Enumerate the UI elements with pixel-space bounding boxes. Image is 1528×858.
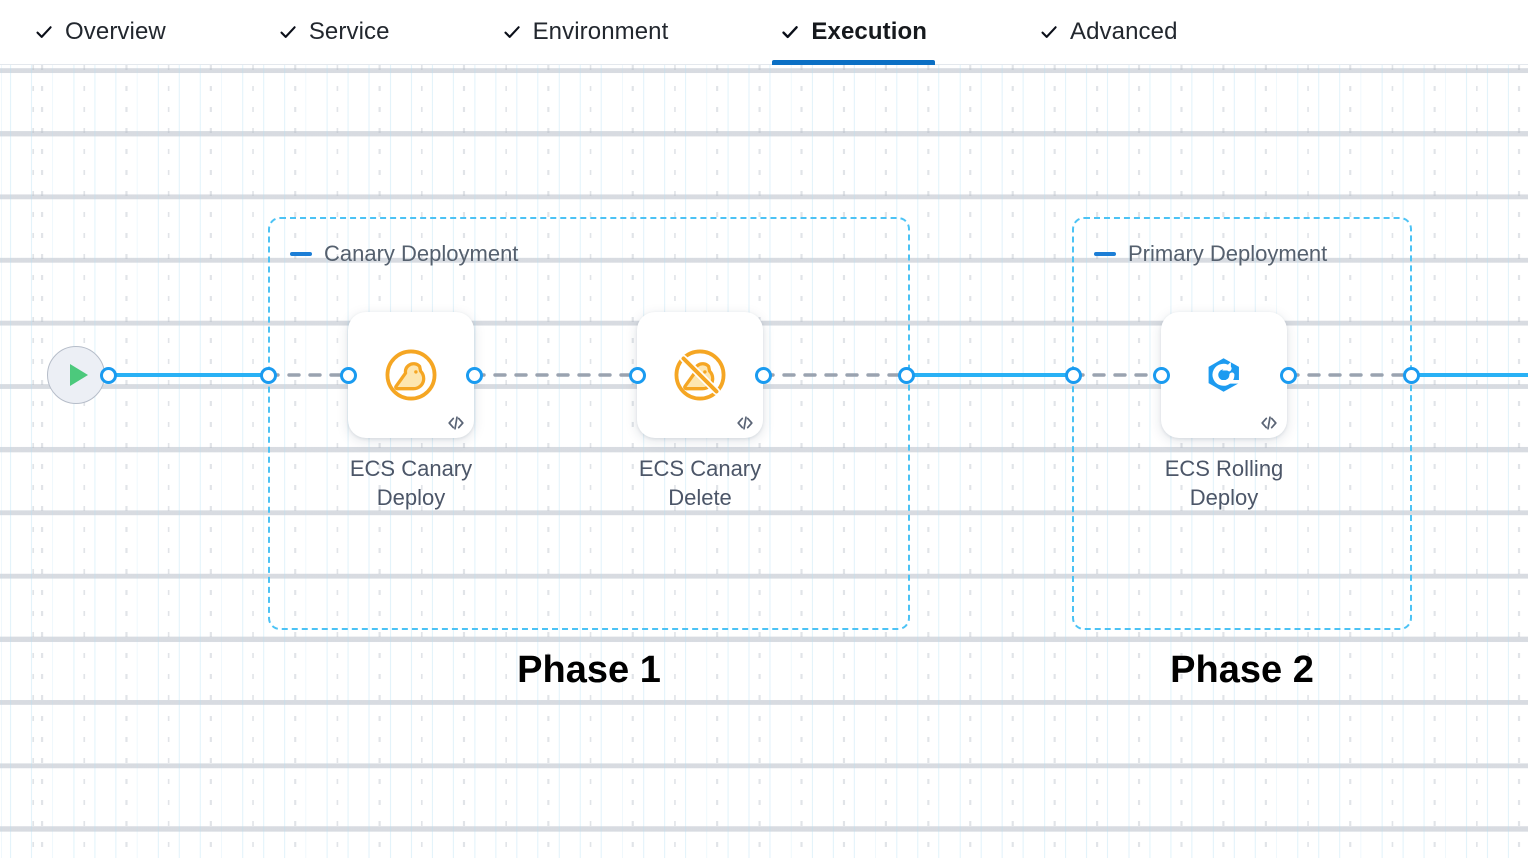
port-ecs-rolling-deploy-output[interactable] xyxy=(1280,367,1297,384)
node-card[interactable] xyxy=(348,312,474,438)
play-icon xyxy=(70,364,88,386)
check-icon xyxy=(34,22,54,42)
tab-service[interactable]: Service xyxy=(278,0,412,64)
tab-execution[interactable]: Execution xyxy=(772,0,949,65)
start-button[interactable] xyxy=(47,346,105,404)
tab-environment[interactable]: Environment xyxy=(502,0,691,64)
pipeline-flow: Canary Deployment Phase 1 xyxy=(0,65,1528,858)
tab-label: Environment xyxy=(532,18,669,45)
check-icon xyxy=(780,22,800,42)
code-icon[interactable] xyxy=(1259,413,1279,433)
tab-label: Advanced xyxy=(1070,18,1178,45)
port-ecs-canary-deploy-input[interactable] xyxy=(340,367,357,384)
canary-bird-icon xyxy=(382,346,440,404)
group-header: Canary Deployment xyxy=(290,243,518,265)
port-ecs-rolling-deploy-input[interactable] xyxy=(1153,367,1170,384)
code-icon[interactable] xyxy=(446,413,466,433)
phase-caption-2: Phase 2 xyxy=(1170,649,1314,691)
check-icon xyxy=(502,22,522,42)
port-primary-deployment-output[interactable] xyxy=(1403,367,1420,384)
node-ecs-canary-deploy[interactable]: ECS Canary Deploy xyxy=(348,312,506,513)
node-label: ECS Canary Deploy xyxy=(349,456,473,511)
pipeline-start[interactable] xyxy=(47,346,105,404)
group-primary-deployment[interactable]: Primary Deployment xyxy=(1072,217,1412,630)
node-ecs-rolling-deploy[interactable]: ECS Rolling Deploy xyxy=(1161,312,1319,513)
node-ecs-canary-delete[interactable]: ECS Canary Delete xyxy=(637,312,795,513)
code-icon[interactable] xyxy=(735,413,755,433)
port-ecs-canary-delete-output[interactable] xyxy=(755,367,772,384)
pipeline-canvas[interactable]: Canary Deployment Phase 1 xyxy=(0,65,1528,858)
tab-label: Execution xyxy=(811,18,927,45)
minus-icon[interactable] xyxy=(290,252,312,256)
group-header: Primary Deployment xyxy=(1094,243,1327,265)
group-title: Primary Deployment xyxy=(1128,241,1328,266)
phase-caption-1: Phase 1 xyxy=(517,649,661,691)
tab-label: Overview xyxy=(65,18,166,45)
port-start-output[interactable] xyxy=(100,367,117,384)
port-canary-deployment-input[interactable] xyxy=(260,367,277,384)
port-ecs-canary-deploy-output[interactable] xyxy=(466,367,483,384)
group-canary-deployment[interactable]: Canary Deployment xyxy=(268,217,910,630)
node-label: ECS Rolling Deploy xyxy=(1164,456,1284,511)
node-card[interactable] xyxy=(637,312,763,438)
check-icon xyxy=(1039,22,1059,42)
minus-icon[interactable] xyxy=(1094,252,1116,256)
port-primary-deployment-input[interactable] xyxy=(1065,367,1082,384)
group-title: Canary Deployment xyxy=(324,241,519,266)
tab-overview[interactable]: Overview xyxy=(34,0,188,64)
check-icon xyxy=(278,22,298,42)
tab-advanced[interactable]: Advanced xyxy=(1039,0,1200,64)
canary-bird-delete-icon xyxy=(671,346,729,404)
node-card[interactable] xyxy=(1161,312,1287,438)
node-label: ECS Canary Delete xyxy=(638,456,762,511)
tab-list: Overview Service Environment Execution A xyxy=(0,0,1528,65)
wizard-tab-bar: Overview Service Environment Execution A xyxy=(0,0,1528,65)
tab-label: Service xyxy=(308,18,390,45)
port-canary-deployment-output[interactable] xyxy=(898,367,915,384)
rolling-deploy-icon xyxy=(1195,346,1253,404)
port-ecs-canary-delete-input[interactable] xyxy=(629,367,646,384)
